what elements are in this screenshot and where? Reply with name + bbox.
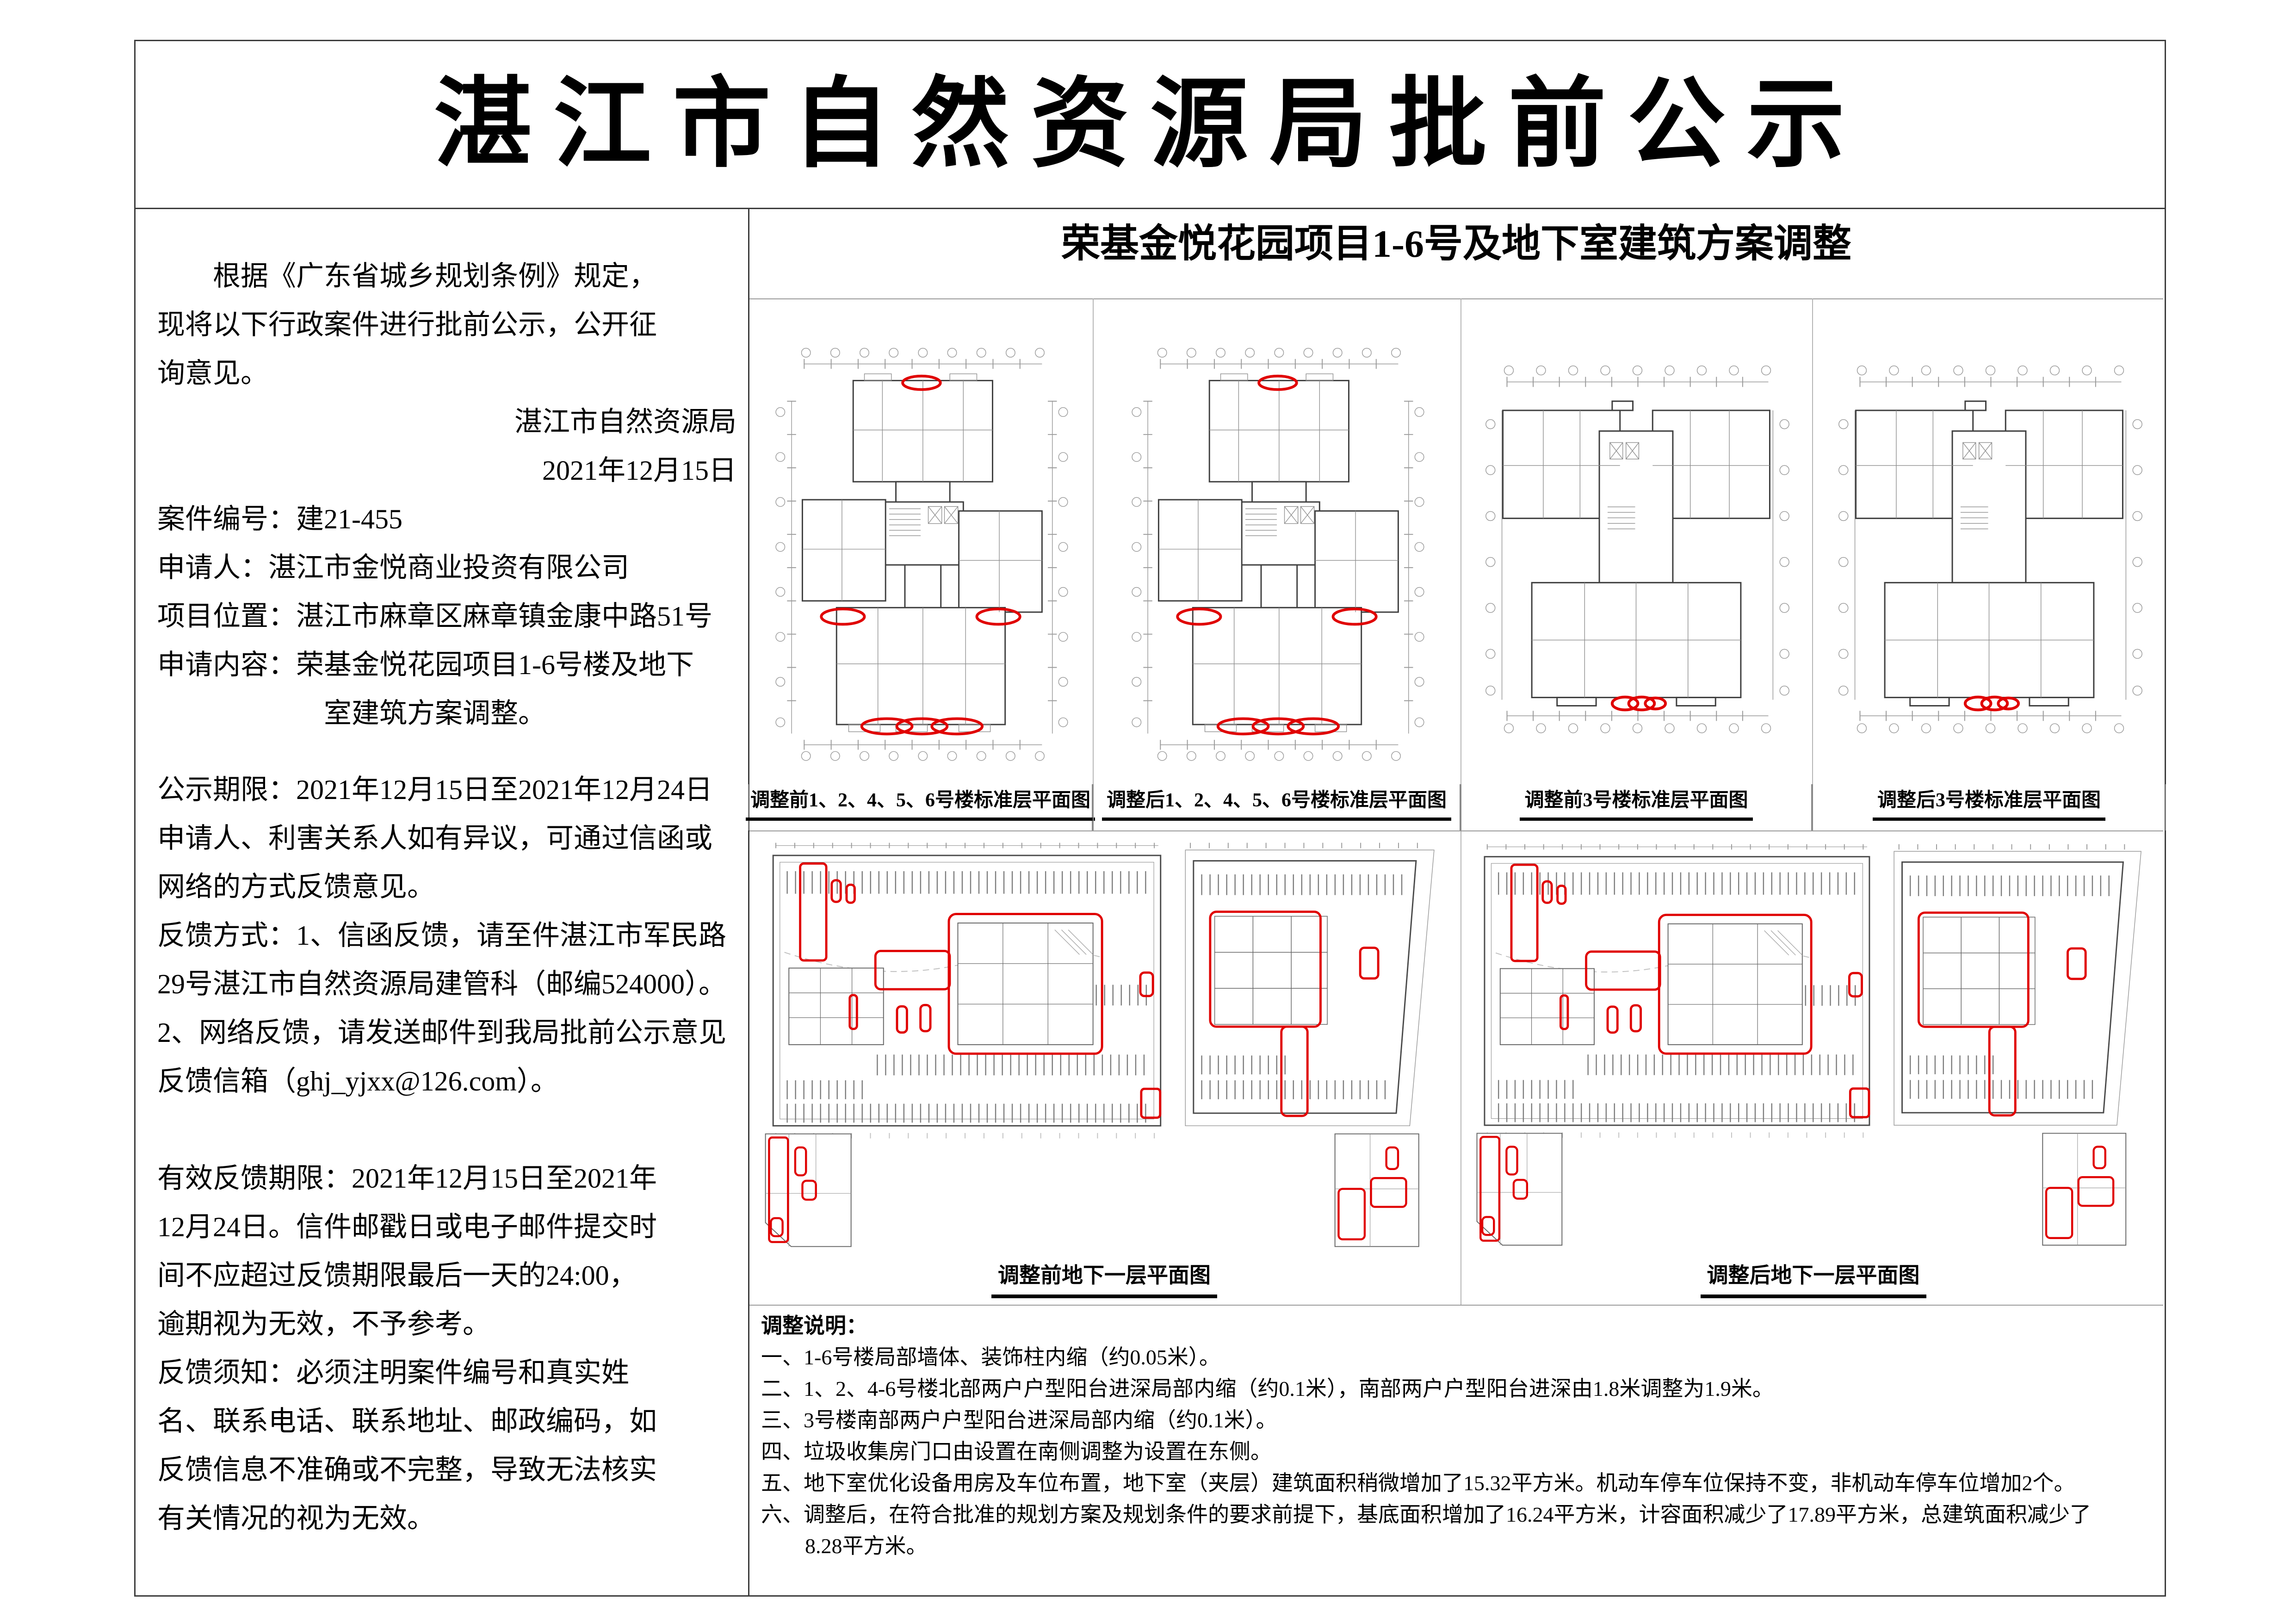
note-item-5: 五、地下室优化设备用房及车位布置，地下室（夹层）建筑面积稍微增加了15.32平方…	[761, 1471, 2075, 1495]
basement-caption-before-text: 调整前地下一层平面图	[991, 1259, 1217, 1298]
period-line: 公示期限：2021年12月15日至2021年12月24日	[157, 774, 712, 805]
case-fields: 案件编号：建21-455 申请人：湛江市金悦商业投资有限公司 项目位置：湛江市麻…	[157, 495, 745, 738]
basement-caption-after: 调整后地下一层平面图	[1461, 1259, 2166, 1298]
case-number-line: 案件编号：建21-455	[157, 504, 402, 534]
plan-caption-2: 调整后1、2、4、5、6号楼标准层平面图	[1102, 784, 1451, 821]
floorplan-std-before-drawing	[761, 306, 1080, 776]
issue-date: 2021年12月15日	[542, 455, 736, 486]
floorplan-b3-before	[1461, 298, 1812, 784]
content-line: 申请内容：荣基金悦花园项目1-6号楼及地下	[157, 650, 694, 680]
feedback-email-line: 反馈信箱（ghj_yjxx@126.com）。	[157, 1066, 558, 1096]
signature-block: 湛江市自然资源局 2021年12月15日	[157, 398, 745, 495]
note-item-4: 四、垃圾收集房门口由设置在南侧调整为设置在东侧。	[761, 1440, 1272, 1463]
valid-line: 逾期视为无效，不予参考。	[157, 1309, 490, 1339]
location-line: 项目位置：湛江市麻章区麻章镇金康中路51号	[157, 601, 712, 632]
title-separator-line	[134, 208, 2166, 209]
floorplan-b3-before-drawing	[1474, 328, 1798, 755]
issuer-name: 湛江市自然资源局	[514, 407, 736, 437]
feedback-method-line: 反馈方式：1、信函反馈，请至件湛江市军民路	[157, 920, 726, 951]
period-line: 申请人、利害关系人如有异议，可通过信函或	[157, 823, 712, 854]
plan-caption-3: 调整前3号楼标准层平面图	[1520, 784, 1753, 821]
basement-before-drawing	[757, 837, 1451, 1252]
publicity-period-block: 公示期限：2021年12月15日至2021年12月24日 申请人、利害关系人如有…	[157, 766, 745, 1106]
caption-cell: 调整前1、2、4、5、6号楼标准层平面图	[746, 784, 1095, 830]
notice-line: 反馈须知：必须注明案件编号和真实姓	[157, 1357, 629, 1388]
row-separator	[749, 298, 2163, 299]
intro-line: 现将以下行政案件进行批前公示，公开征	[157, 310, 657, 340]
feedback-method-line: 29号湛江市自然资源局建管科（邮编524000）。	[157, 969, 726, 999]
plan-caption-4: 调整后3号楼标准层平面图	[1872, 784, 2105, 821]
floorplan-std-before	[748, 298, 1093, 784]
floorplan-b3-after	[1812, 298, 2166, 784]
basement-after-drawing	[1469, 839, 2158, 1251]
content-line-cont: 室建筑方案调整。	[324, 698, 546, 729]
page-title: 湛江市自然资源局批前公示	[434, 69, 1866, 179]
note-item-6: 六、调整后，在符合批准的规划方案及规划条件的要求前提下，基底面积增加了16.24…	[761, 1503, 2091, 1558]
caption-cell: 调整后1、2、4、5、6号楼标准层平面图	[1093, 784, 1461, 830]
adjustment-notes: 调整说明： 一、1-6号楼局部墙体、装饰柱内缩（约0.05米）。 二、1、2、4…	[761, 1310, 2126, 1562]
basement-caption-before: 调整前地下一层平面图	[748, 1259, 1461, 1298]
intro-line: 询意见。	[157, 358, 268, 389]
panel-divider-line	[748, 208, 749, 1597]
floorplan-std-after	[1093, 298, 1461, 784]
notice-line: 名、联系电话、联系地址、邮政编码，如	[157, 1406, 657, 1437]
notes-heading: 调整说明：	[761, 1314, 867, 1338]
floorplan-b3-after-drawing	[1827, 328, 2151, 755]
note-item-1: 一、1-6号楼局部墙体、装饰柱内缩（约0.05米）。	[761, 1345, 1220, 1369]
plan-column-divider	[1093, 298, 1094, 830]
row-separator	[749, 1305, 2163, 1306]
intro-line: 根据《广东省城乡规划条例》规定，	[213, 261, 657, 291]
valid-line: 12月24日。信件邮戳日或电子邮件提交时	[157, 1212, 657, 1242]
row-separator	[749, 830, 2163, 831]
project-title: 荣基金悦花园项目1-6号及地下室建筑方案调整	[1061, 223, 1851, 266]
period-line: 网络的方式反馈意见。	[157, 872, 435, 902]
valid-line: 间不应超过反馈期限最后一天的24:00，	[157, 1260, 637, 1291]
plan-caption-1: 调整前1、2、4、5、6号楼标准层平面图	[746, 784, 1095, 821]
note-item-3: 三、3号楼南部两户户型阳台进深局部内缩（约0.1米）。	[761, 1408, 1277, 1432]
plan-column-divider	[1812, 298, 1813, 830]
notice-line: 有关情况的视为无效。	[157, 1503, 435, 1534]
basement-before	[748, 830, 1461, 1258]
valid-line: 有效反馈期限：2021年12月15日至2021年	[157, 1163, 657, 1194]
applicant-line: 申请人：湛江市金悦商业投资有限公司	[157, 552, 629, 583]
feedback-method-line: 2、网络反馈，请发送邮件到我局批前公示意见	[157, 1017, 726, 1048]
basement-caption-after-text: 调整后地下一层平面图	[1700, 1259, 1926, 1298]
notice-line: 反馈信息不准确或不完整，导致无法核实	[157, 1455, 657, 1485]
caption-cell: 调整前3号楼标准层平面图	[1461, 784, 1812, 830]
valid-feedback-block: 有效反馈期限：2021年12月15日至2021年 12月24日。信件邮戳日或电子…	[157, 1154, 745, 1543]
basement-after	[1461, 830, 2166, 1258]
intro-paragraph: 根据《广东省城乡规划条例》规定， 现将以下行政案件进行批前公示，公开征 询意见。	[157, 252, 745, 398]
floorplan-std-after-drawing	[1117, 306, 1436, 776]
note-item-2: 二、1、2、4-6号楼北部两户户型阳台进深局部内缩（约0.1米），南部两户户型阳…	[761, 1377, 1774, 1400]
caption-cell: 调整后3号楼标准层平面图	[1812, 784, 2166, 830]
